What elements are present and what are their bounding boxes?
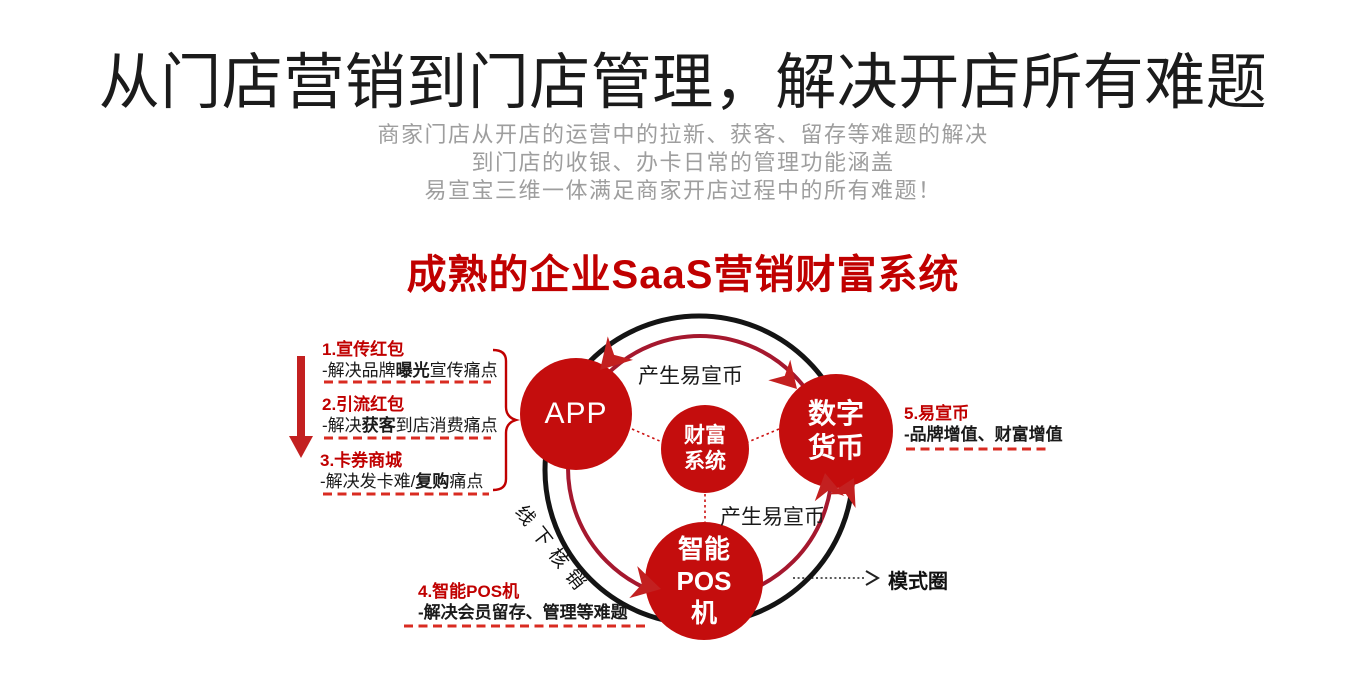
node-app-label: APP	[544, 397, 608, 430]
node-pos-line1: 智能	[677, 534, 730, 564]
node-wealth-system: 财富 系统	[661, 405, 749, 493]
callout-desc: -解决发卡难/复购痛点	[320, 472, 484, 491]
subtitle-line-3: 易宣宝三维一体满足商家开店过程中的所有难题！	[424, 178, 942, 203]
callout-title: 1.宣传红包	[322, 340, 405, 359]
callout-title: 4.智能POS机	[418, 582, 520, 601]
callout-yixuan-coin: 5.易宣币 -品牌增值、财富增值	[904, 404, 1063, 444]
dotted-connector-app-wealth	[631, 428, 663, 443]
node-wealth-line2: 系统	[684, 450, 726, 473]
subtitle-line-1: 商家门店从开店的运营中的拉新、获客、留存等难题的解决	[377, 122, 989, 147]
callout-coupon-mall: 3.卡券商城 -解决发卡难/复购痛点	[320, 451, 483, 491]
callout-traffic-redpacket: 2.引流红包 -解决获客到店消费痛点	[322, 395, 498, 435]
node-digital-currency: 数字 货币	[779, 374, 893, 488]
node-app: APP	[520, 358, 632, 470]
callout-title: 5.易宣币	[904, 404, 970, 423]
node-smart-pos: 智能 POS 机	[645, 522, 763, 640]
callout-title: 3.卡券商城	[320, 451, 403, 470]
callout-title: 2.引流红包	[322, 395, 405, 414]
label-mode-circle: 模式圈	[888, 571, 948, 593]
flow-down-arrow-icon	[289, 436, 313, 458]
page-subtitle: 商家门店从开店的运营中的拉新、获客、留存等难题的解决 到门店的收银、办卡日常的管…	[0, 121, 1366, 205]
page-title: 从门店营销到门店管理，解决开店所有难题	[98, 48, 1268, 116]
callout-desc: -解决获客到店消费痛点	[322, 416, 498, 435]
subtitle-line-2: 到门店的收银、办卡日常的管理功能涵盖	[471, 150, 895, 175]
node-pos-line2: POS	[676, 566, 732, 596]
node-wealth-line1: 财富	[684, 424, 726, 447]
node-pos-line3: 机	[690, 598, 717, 628]
callout-desc: -品牌增值、财富增值	[904, 425, 1063, 444]
callout-promo-redpacket: 1.宣传红包 -解决品牌曝光宣传痛点	[322, 340, 498, 380]
callout-desc: -解决会员留存、管理等难题	[418, 603, 628, 622]
label-produce-coin-top: 产生易宣币	[638, 365, 743, 388]
flow-down-arrow-shaft	[297, 356, 305, 436]
label-produce-coin-bottom: 产生易宣币	[720, 506, 825, 529]
node-currency-line1: 数字	[807, 398, 864, 429]
section-title: 成熟的企业SaaS营销财富系统	[406, 253, 960, 297]
mode-circle-arrow-icon	[865, 570, 880, 586]
node-currency-line2: 货币	[807, 432, 864, 463]
callout-smart-pos: 4.智能POS机 -解决会员留存、管理等难题	[418, 582, 628, 622]
dotted-connector-currency-wealth	[747, 428, 780, 443]
callout-desc: -解决品牌曝光宣传痛点	[322, 361, 498, 380]
